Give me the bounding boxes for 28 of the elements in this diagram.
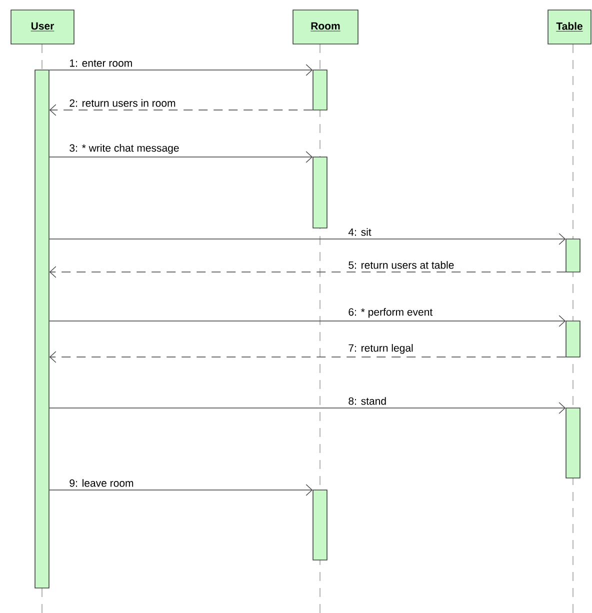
- lifeline-head: User: [10, 10, 74, 44]
- activation-bar: [34, 70, 50, 588]
- activation-bar: [566, 238, 580, 272]
- activation-bar: [312, 490, 328, 560]
- activation-bar: [312, 70, 328, 110]
- message-label: 2: return users in room: [68, 98, 177, 108]
- lifeline-head: Room: [292, 10, 358, 44]
- message-arrow: [49, 104, 313, 116]
- message-arrow: [49, 315, 566, 327]
- message-arrow: [49, 233, 566, 245]
- message-arrow: [49, 64, 313, 76]
- message-arrow: [49, 351, 566, 363]
- activation-bar: [566, 408, 580, 478]
- message-arrow: [49, 484, 313, 496]
- message-label: 3: * write chat message: [68, 143, 180, 155]
- message-arrow: [49, 266, 566, 278]
- message-label: 5: return users at table: [347, 260, 456, 270]
- message-arrow: [49, 402, 566, 414]
- message-label: 9: leave room: [68, 478, 135, 488]
- message-label: 7: return legal: [347, 343, 414, 355]
- message-arrow: [49, 151, 313, 163]
- lifeline-head: Table: [548, 10, 592, 44]
- activation-bar: [566, 320, 580, 358]
- message-label: 6: * perform event: [347, 307, 434, 319]
- message-label: 1: enter room: [68, 58, 134, 68]
- message-label: 8: stand: [347, 396, 388, 406]
- activation-bar: [312, 156, 328, 228]
- message-label: 4: sit: [347, 227, 372, 237]
